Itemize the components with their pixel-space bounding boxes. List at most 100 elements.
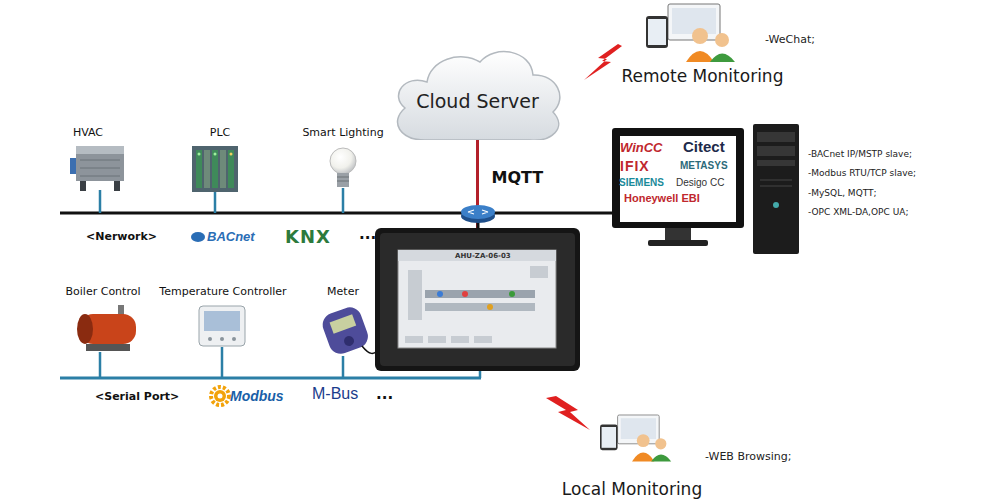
hmi-panel-illustration [375,228,580,371]
hvac-chiller-icon [80,160,120,161]
modbus-gear-mark [211,387,229,405]
router-icon [468,210,488,214]
hvac-chiller-icon [76,146,124,155]
pc-monitor-illustration [612,128,744,246]
pc-monitor-illustration [612,128,744,228]
interface-note: -WeChat; [765,33,815,46]
pc-tower-illustration [757,146,795,156]
modbus-gear-mark [214,390,226,402]
remote-monitoring-station: Remote Monitoring [605,0,800,92]
meter-device: Meter [313,285,373,357]
hvac-chiller-icon [114,181,120,191]
device-label: HVAC [60,126,116,139]
plc-rack-icon [220,150,226,188]
hmi-panel-illustration [398,250,556,348]
meter-cable [362,346,377,353]
hvac-chiller-icon [80,176,120,177]
device-label: Meter [313,285,373,298]
protocol-logo: KNX [285,226,331,247]
boiler-control-device: Boiler Control [58,285,148,355]
boiler-icon [77,314,93,344]
scada-workstation: WinCCCitectIFIXMETASYSSIEMENSDesigo CCHo… [612,128,744,228]
pc-tower-illustration [757,132,795,142]
interface-note: -BACnet IP/MSTP slave; [808,149,912,159]
hvac-chiller-icon [80,181,86,191]
hmi-panel-illustration [530,266,548,278]
wireless-bolt [546,396,590,430]
hmi-panel-illustration [437,291,443,297]
bus-name: <Serial Port> [95,390,179,403]
software-logo: WinCC [620,140,663,155]
plc-rack-icon [198,153,201,156]
network-bus [99,190,102,213]
plc-rack-icon [230,153,233,156]
hmi-panel-illustration [474,336,492,343]
thermostat-icon [220,337,224,341]
hvac-chiller-icon [76,154,124,181]
interface-note: -Modbus RTU/TCP slave; [808,168,916,178]
router-icon [461,205,495,229]
pc-monitor-illustration [620,136,736,222]
device-label: PLC [195,126,245,139]
interface-note: -WEB Browsing; [705,450,791,463]
thermostat-icon [204,311,240,331]
serial-bus [342,356,345,378]
pc-monitor-illustration [648,240,708,246]
hmi-panel-illustration [425,290,535,298]
wireless-bolt [584,44,622,80]
station-label: Remote Monitoring [605,66,800,86]
device-label: Boiler Control [58,285,148,298]
hmi-panel-illustration [451,336,469,343]
serial-bus [99,352,102,378]
plc-rack-icon [196,150,202,188]
hmi-panel-illustration [405,336,423,343]
software-logo: Citect [683,138,725,155]
light-bulb-icon [337,173,349,187]
interface-note: -MySQL, MQTT; [808,188,877,198]
pc-tower-illustration [760,180,792,181]
hmi-panel-illustration [428,336,446,343]
device-label: Smart Lighting [293,126,393,139]
boiler-icon [77,305,136,351]
thermostat-icon [208,337,212,341]
pc-tower-illustration [753,124,799,254]
protocol-label: MQTT [492,168,544,187]
hvac-chiller-icon [80,168,120,169]
monitoring-users-icon [646,4,735,62]
pc-monitor-illustration [665,228,691,242]
plc-rack-icon [228,150,234,188]
modbus-gear-mark [211,387,229,405]
boiler-icon [86,344,130,351]
network-bus [60,212,614,215]
interface-note: -OPC XML-DA,OPC UA; [808,207,908,217]
monitoring-users-icon [646,16,668,48]
plc-device: PLC [195,126,245,192]
ellipsis: ... [376,385,393,403]
router-icon [461,205,495,219]
device-label: Temperature Controller [157,285,289,298]
monitoring-users-icon [686,51,714,62]
monitoring-users-icon [692,28,708,44]
software-logo: METASYS [680,160,728,171]
software-logo: Desigo CC [676,177,724,188]
local-monitoring-station: Local Monitoring [552,412,712,500]
pc-tower-illustration [753,124,799,254]
hmi-panel-illustration [408,270,422,320]
meter-icon [319,304,371,357]
ellipsis: ... [359,225,376,243]
hmi-panel-illustration [487,304,493,310]
serial-bus [60,377,481,380]
monitoring-users-icon [672,8,716,34]
pc-tower-illustration [757,160,795,166]
plc-rack-icon [212,150,218,188]
hmi-panel-illustration [375,228,580,371]
plc-rack-icon [214,153,217,156]
hmi-panel-illustration [398,250,556,261]
hmi-panel-illustration [462,291,468,297]
software-logo: IFIX [620,158,650,174]
protocol-logo: Modbus [230,388,284,404]
screen-title: AHU-ZA-06-03 [455,252,511,260]
plc-rack-icon [204,150,210,188]
meter-icon [330,314,357,333]
